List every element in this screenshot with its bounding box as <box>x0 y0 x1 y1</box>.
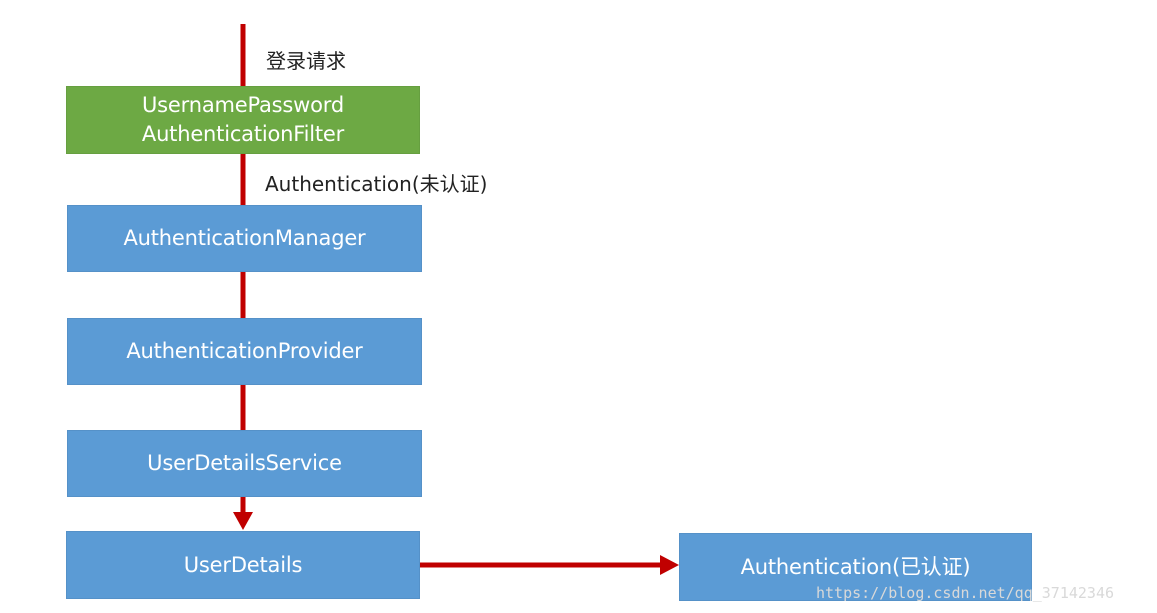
service-to-userdetails-arrowhead <box>233 512 253 530</box>
authenticated-authentication-node: Authentication(已认证) <box>679 533 1032 601</box>
unauthenticated-label: Authentication(未认证) <box>265 172 488 196</box>
authenticated-authentication-label: Authentication(已认证) <box>740 554 971 579</box>
authentication-provider-node: AuthenticationProvider <box>67 318 422 385</box>
login-request-label: 登录请求 <box>266 49 346 73</box>
user-details-label: UserDetails <box>183 552 303 577</box>
username-password-authentication-filter-node: UsernamePassword AuthenticationFilter <box>66 86 420 154</box>
authentication-manager-node: AuthenticationManager <box>67 205 422 272</box>
user-details-service-node: UserDetailsService <box>67 430 422 497</box>
authentication-provider-label: AuthenticationProvider <box>126 339 363 363</box>
user-details-node: UserDetails <box>66 531 420 599</box>
filter-node-line2: AuthenticationFilter <box>141 122 345 146</box>
csdn-watermark: https://blog.csdn.net/qq_37142346 <box>816 584 1115 602</box>
userdetails-to-authenticated-arrowhead <box>660 555 679 575</box>
authentication-manager-label: AuthenticationManager <box>123 226 366 250</box>
filter-node-line1: UsernamePassword <box>142 93 344 117</box>
user-details-service-label: UserDetailsService <box>147 451 342 475</box>
